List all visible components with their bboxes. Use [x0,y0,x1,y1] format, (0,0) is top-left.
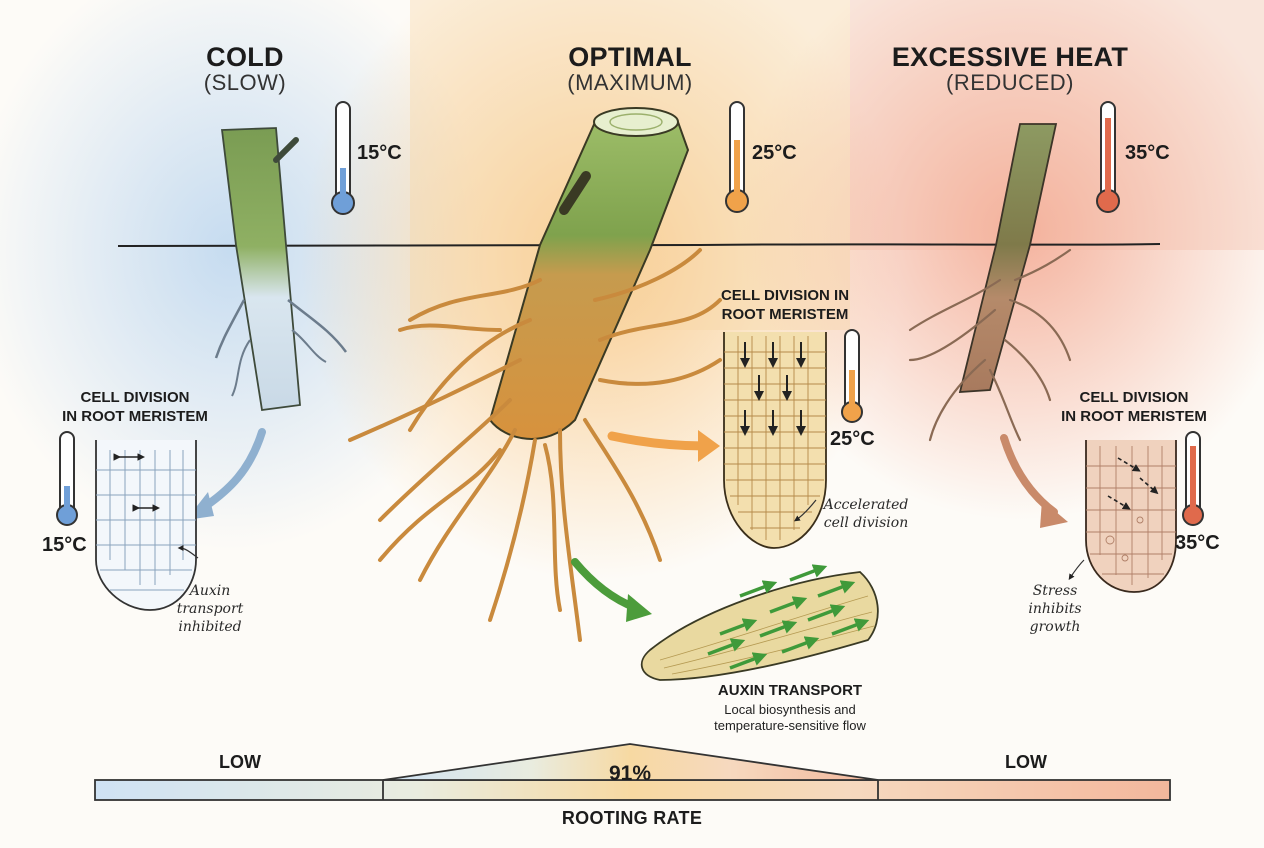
optimal-meristem-title-line1: CELL DIVISION IN [720,287,850,304]
optimal-meristem-diagram [723,332,827,549]
heat-note-line2: inhibits [1028,601,1082,617]
rooting-left-label: LOW [219,752,261,772]
thermometer-icon [1182,431,1204,526]
heat-temperature-label: 35°C [1125,142,1170,164]
heat-meristem-note: Stress inhibits growth [1010,582,1100,636]
optimal-zone-title: OPTIMAL [568,42,692,72]
orange-arrow-head [698,430,720,462]
optimal-note-line2: cell division [823,515,909,531]
thermometer-icon [56,431,78,526]
heat-meristem-title: CELL DIVISION IN ROOT MERISTEM [1034,388,1234,426]
cold-meristem-temperature: 15°C [42,534,87,556]
green-arrow-head [626,594,652,622]
cold-note-line1: Auxin [189,583,231,599]
heat-note-line1: Stress [1032,583,1078,599]
rooting-rate-title: ROOTING RATE [561,808,703,828]
thermometer-icon [725,101,749,213]
rooting-rate-bar [94,743,1171,801]
heat-cutting [908,123,1072,442]
heat-meristem-temperature: 35°C [1175,532,1220,554]
cold-meristem-note: Auxin transport inhibited [165,582,255,636]
cold-temperature-label: 15°C [357,142,402,164]
cold-zone-subtitle: (SLOW) [203,70,287,95]
auxin-transport-diagram [640,564,879,681]
heat-meristem-title-line2: IN ROOT MERISTEM [1061,408,1207,425]
auxin-transport-description: Local biosynthesis and temperature-sensi… [660,702,920,734]
thermometer-icon [1096,101,1120,213]
cold-meristem-title: CELL DIVISION IN ROOT MERISTEM [40,388,230,426]
cold-note-line3: inhibited [178,619,242,635]
cold-meristem-title-line1: CELL DIVISION [80,389,190,406]
optimal-meristem-title-line2: ROOT MERISTEM [721,306,849,323]
cold-cutting [214,127,348,412]
auxin-description-line1: Local biosynthesis and [724,702,856,717]
heat-note-line3: growth [1029,619,1081,635]
heat-zone-title: EXCESSIVE HEAT [891,42,1129,72]
optimal-meristem-note: Accelerated cell division [806,496,926,532]
optimal-note-line1: Accelerated [823,497,909,513]
optimal-meristem-temperature: 25°C [830,428,875,450]
heat-meristem-title-line1: CELL DIVISION [1079,389,1189,406]
cold-meristem-title-line2: IN ROOT MERISTEM [62,408,208,425]
thermometer-icon [841,329,863,423]
auxin-transport-title: AUXIN TRANSPORT [717,682,863,699]
cold-zone-title: COLD [206,42,284,72]
thermometer-icon [331,101,355,215]
optimal-cutting [348,107,722,642]
auxin-description-line2: temperature-sensitive flow [714,718,866,733]
cold-note-line2: transport [176,601,244,617]
optimal-zone-subtitle: (MAXIMUM) [567,70,693,95]
optimal-meristem-title: CELL DIVISION IN ROOT MERISTEM [690,286,880,324]
cold-meristem-diagram [95,440,199,611]
rooting-rate-value: 91% [608,762,652,785]
heat-meristem-diagram [1068,440,1177,593]
rooting-right-label: LOW [1005,752,1047,772]
heat-zone-subtitle: (REDUCED) [946,70,1074,95]
optimal-temperature-label: 25°C [752,142,797,164]
heat-arrow-head [1040,500,1068,528]
